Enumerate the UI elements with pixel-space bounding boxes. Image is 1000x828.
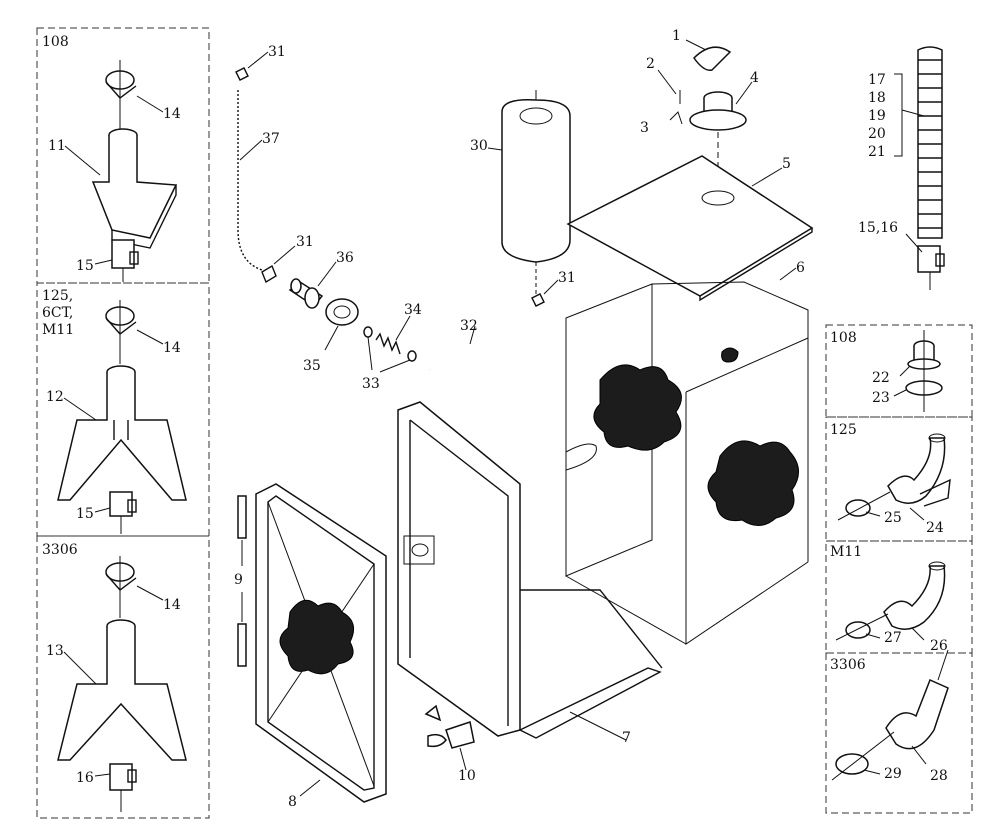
callout-37: 37: [262, 131, 280, 147]
callout-23: 23: [872, 390, 890, 406]
callout-19: 19: [868, 108, 886, 124]
kit-box-125-6ct-m11: 125, 6CT, M11 14 12 15: [36, 282, 210, 537]
back-frame: 7: [397, 401, 663, 746]
cap-parts: 1 2 3 4: [640, 28, 759, 210]
callout-21: 21: [868, 144, 886, 160]
callout-18: 18: [868, 90, 886, 106]
callout-31-right: 31: [558, 270, 576, 286]
callout-14-a: 14: [163, 106, 181, 122]
callout-10: 10: [458, 768, 476, 784]
callout-5: 5: [782, 156, 791, 172]
right-box-m11: M11 27 26: [825, 540, 973, 654]
right-box-108: 108 22 23: [825, 324, 973, 418]
callout-25: 25: [884, 510, 902, 526]
callout-15-a: 15: [76, 258, 94, 274]
callout-9: 9: [234, 572, 243, 588]
callout-12: 12: [46, 389, 64, 405]
callout-26: 26: [930, 638, 948, 654]
hose-assembly: 31 37 31 36 35 33 34 32 31: [235, 44, 576, 392]
callout-4: 4: [750, 70, 759, 86]
callout-7: 7: [622, 730, 631, 746]
callout-8: 8: [288, 794, 297, 810]
callout-22: 22: [872, 370, 890, 386]
kit-box-3306-model: 3306: [42, 542, 78, 558]
callout-31-top: 31: [268, 44, 286, 60]
callout-36: 36: [336, 250, 354, 266]
callout-27: 27: [884, 630, 902, 646]
callout-14-c: 14: [163, 597, 181, 613]
right-box-125-model: 125: [830, 422, 857, 438]
latch: 10: [424, 704, 476, 784]
callout-24: 24: [926, 520, 944, 536]
callout-14-b: 14: [163, 340, 181, 356]
right-box-125: 125 25 24: [825, 416, 973, 542]
canister: 30: [470, 90, 571, 296]
right-box-3306: 3306 29 28: [825, 649, 973, 814]
right-box-3306-model: 3306: [830, 657, 866, 673]
kit-box-108-model: 108: [42, 34, 69, 50]
kit-box-125-model-line-1: 125,: [42, 288, 73, 304]
callout-6: 6: [796, 260, 805, 276]
callout-34: 34: [404, 302, 422, 318]
callout-1: 1: [672, 28, 681, 44]
right-box-108-model: 108: [830, 330, 857, 346]
kit-box-3306: 3306 14 13 16: [36, 535, 210, 819]
kit-box-108: 108 14 11 15: [36, 27, 210, 284]
kit-box-125-model-line-2: 6CT,: [42, 305, 73, 321]
callout-15-16: 15,16: [858, 220, 898, 236]
callout-28: 28: [930, 768, 948, 784]
kit-box-125-model-line-3: M11: [42, 322, 74, 338]
callout-11: 11: [48, 138, 66, 154]
callout-2: 2: [646, 56, 655, 72]
right-box-m11-model: M11: [830, 544, 862, 560]
callout-29: 29: [884, 766, 902, 782]
callout-17: 17: [868, 72, 886, 88]
callout-33: 33: [362, 376, 380, 392]
callout-30: 30: [470, 138, 488, 154]
callout-35: 35: [303, 358, 321, 374]
door: 8 9: [234, 483, 387, 810]
callout-13: 13: [46, 643, 64, 659]
callout-20: 20: [868, 126, 886, 142]
callout-16: 16: [76, 770, 94, 786]
callout-15-b: 15: [76, 506, 94, 522]
callout-32: 32: [460, 318, 478, 334]
flex-hose: 17 18 19 20 21 15,16: [858, 46, 945, 290]
cabinet: 5 6: [565, 155, 814, 645]
callout-31-mid: 31: [296, 234, 314, 250]
callout-3: 3: [640, 120, 649, 136]
